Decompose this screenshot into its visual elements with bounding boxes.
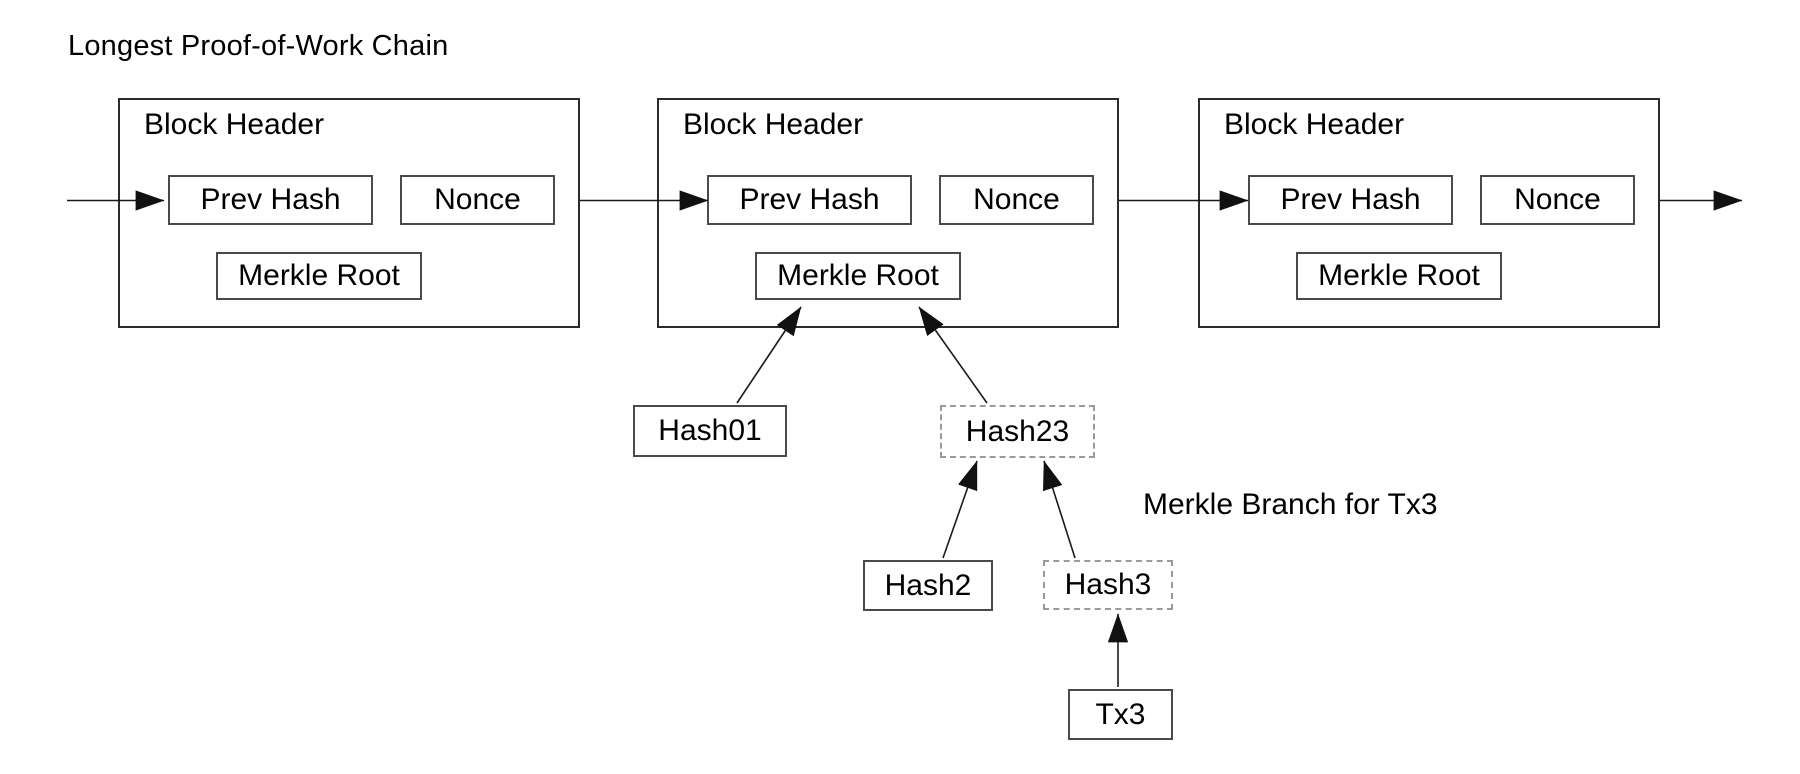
block-header-label: Block Header — [144, 108, 325, 141]
tx3-box: Tx3 — [1068, 689, 1173, 740]
merkle-root-box: Merkle Root — [216, 252, 422, 300]
arrow-hash2-to-hash23 — [942, 460, 978, 559]
block-header-label: Block Header — [683, 108, 864, 141]
nonce-box: Nonce — [1480, 175, 1635, 225]
block-header-box-2: Block Header Prev Hash Nonce Merkle Root — [657, 98, 1119, 328]
hash23-box: Hash23 — [940, 405, 1095, 458]
prev-hash-box: Prev Hash — [168, 175, 373, 225]
hash01-box: Hash01 — [633, 405, 787, 457]
block-header-label: Block Header — [1224, 108, 1405, 141]
nonce-box: Nonce — [400, 175, 555, 225]
merkle-branch-annotation: Merkle Branch for Tx3 — [1143, 488, 1438, 521]
prev-hash-box: Prev Hash — [707, 175, 912, 225]
diagram-title: Longest Proof-of-Work Chain — [68, 30, 449, 62]
block-header-box-3: Block Header Prev Hash Nonce Merkle Root — [1198, 98, 1660, 328]
prev-hash-box: Prev Hash — [1248, 175, 1453, 225]
hash3-box: Hash3 — [1043, 560, 1173, 610]
nonce-box: Nonce — [939, 175, 1094, 225]
block-header-box-1: Block Header Prev Hash Nonce Merkle Root — [118, 98, 580, 328]
merkle-root-box: Merkle Root — [1296, 252, 1502, 300]
merkle-root-box: Merkle Root — [755, 252, 961, 300]
arrow-hash3-to-hash23 — [1042, 460, 1076, 559]
hash2-box: Hash2 — [863, 560, 993, 611]
